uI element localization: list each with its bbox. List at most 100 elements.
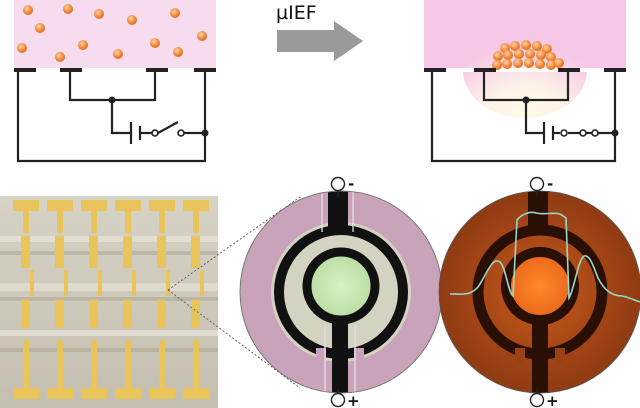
chip-channel-strip: [0, 283, 218, 291]
electrode-finger: [89, 300, 98, 328]
chip-channel-strip: [0, 330, 218, 336]
electrode-trace: [125, 340, 131, 388]
process-label: µIEF: [276, 2, 317, 24]
negative-sign: -: [547, 175, 553, 193]
particle: [532, 41, 542, 51]
electrode-finger: [89, 236, 98, 268]
electrode-finger: [191, 236, 200, 268]
switch-contact: [560, 129, 568, 137]
fluorescence-micrograph: [438, 190, 640, 394]
electrode-finger: [157, 236, 166, 268]
particle: [197, 31, 207, 41]
particle: [503, 50, 513, 60]
electrode-finger: [132, 270, 136, 296]
switch-contact: [591, 129, 599, 137]
particle: [63, 4, 73, 14]
switch-contact: [177, 129, 185, 137]
electrode-finger: [21, 300, 30, 328]
terminal-top-right: -: [529, 175, 553, 197]
electrode-pad: [115, 200, 141, 211]
switch-contact: [151, 129, 159, 137]
circuit-left: [16, 70, 207, 163]
particle: [35, 23, 45, 33]
electrode-finger: [166, 270, 170, 296]
electrode-pad: [81, 200, 107, 211]
particle: [55, 52, 65, 62]
terminal-icon: [330, 392, 346, 408]
particle: [150, 38, 160, 48]
particle: [546, 60, 556, 70]
particle: [23, 5, 33, 15]
electrode-pad: [13, 200, 39, 211]
particle: [514, 49, 524, 59]
electrode-pad: [47, 388, 73, 399]
electrode-trace: [159, 211, 165, 233]
arrow-icon: [277, 21, 363, 61]
zoom-indicator: [167, 196, 301, 389]
terminal-icon: [529, 392, 545, 408]
particle: [502, 59, 512, 69]
particle: [510, 41, 520, 51]
chip-channel-strip: [0, 297, 218, 301]
electrode-finger: [30, 270, 34, 296]
particle: [524, 58, 534, 68]
electrode-finger: [123, 236, 132, 268]
electrode-pad: [149, 388, 175, 399]
electrode-trace: [91, 211, 97, 233]
electrode-pad: [47, 200, 73, 211]
particle: [536, 50, 546, 60]
terminal-top-middle: -: [330, 175, 354, 197]
electrode-finger: [191, 300, 200, 328]
electrode-trace: [193, 211, 199, 233]
process-arrow: µIEF: [276, 2, 363, 61]
terminal-bottom-right: +: [529, 389, 559, 408]
chip-channel-strip: [0, 236, 218, 242]
electrode-finger: [55, 300, 64, 328]
electrode-trace: [193, 340, 199, 388]
particle: [493, 51, 503, 61]
electrode-trace: [57, 211, 63, 233]
electrodes-left: [14, 68, 216, 72]
particle: [113, 49, 123, 59]
particles-dispersed: [17, 4, 207, 62]
particle: [546, 52, 556, 62]
chip-channel-strip: [0, 348, 218, 352]
particle: [492, 60, 502, 70]
electrode-trace: [91, 340, 97, 388]
electrode-trace: [57, 340, 63, 388]
chip-electrode-array: [13, 200, 209, 399]
electrode-finger: [157, 300, 166, 328]
initial-state-diagram: [14, 0, 216, 163]
electrode-trace: [23, 340, 29, 388]
terminal-icon: [330, 176, 346, 192]
particles-focused: [492, 40, 564, 70]
fluorescence-intensity-profile: [449, 211, 640, 303]
chip-channels: [0, 236, 218, 352]
particle: [554, 58, 564, 68]
particle: [78, 40, 88, 50]
terminal-bottom-middle: +: [330, 389, 360, 408]
particle: [535, 59, 545, 69]
particle: [94, 9, 104, 19]
particle: [127, 15, 137, 25]
particle: [17, 43, 27, 53]
electrode-pad: [13, 388, 39, 399]
positive-sign: +: [347, 392, 360, 408]
electrode-finger: [123, 300, 132, 328]
electrode-finger: [64, 270, 68, 296]
particle: [170, 8, 180, 18]
chip-photo: [0, 196, 218, 408]
focused-state-diagram: [424, 0, 626, 163]
brightfield-micrograph: [239, 190, 443, 394]
particle: [521, 40, 531, 50]
particle: [513, 58, 523, 68]
electrode-pad: [115, 388, 141, 399]
particle: [173, 47, 183, 57]
electrode-trace: [159, 340, 165, 388]
electrode-finger: [98, 270, 102, 296]
electrode-pad: [183, 388, 209, 399]
positive-sign: +: [546, 392, 559, 408]
electrode-trace: [23, 211, 29, 233]
electrode-finger: [55, 236, 64, 268]
